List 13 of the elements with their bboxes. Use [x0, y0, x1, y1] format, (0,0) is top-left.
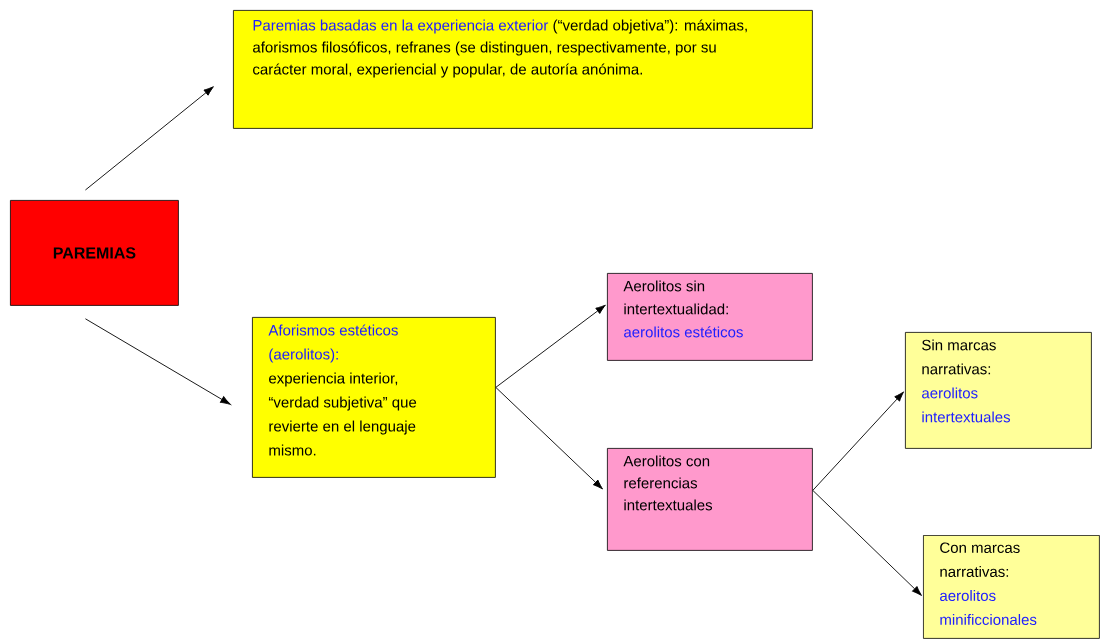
arrow	[495, 304, 606, 388]
category-box: Aerolitos sin intertextualidad: aerolitos estéticos	[607, 273, 813, 361]
category-box: Sin marcas narrativas: aerolitos intertextuales	[905, 332, 1092, 449]
category-box: Aforismos estéticos (aerolitos): experiencia interior, “verdad subjetiva” que revierte en el lenguaje mismo.	[252, 317, 496, 478]
arrow	[812, 391, 905, 491]
arrow	[812, 489, 922, 596]
arrow	[495, 386, 603, 490]
category-box: PAREMIAS	[10, 200, 179, 306]
arrow	[84, 318, 231, 405]
category-box: Paremias basadas en la experiencia exterior (“verdad objetiva”): máximas, aforismos filosóficos, refranes (se distinguen, respectivamente, por su carácter moral, experiencial y popular, de autoría anónima.	[233, 10, 813, 129]
category-box: Aerolitos con referencias intertextuales	[607, 448, 813, 551]
arrow	[84, 86, 214, 191]
category-box: Con marcas narrativas: aerolitos minificcionales	[923, 535, 1100, 639]
